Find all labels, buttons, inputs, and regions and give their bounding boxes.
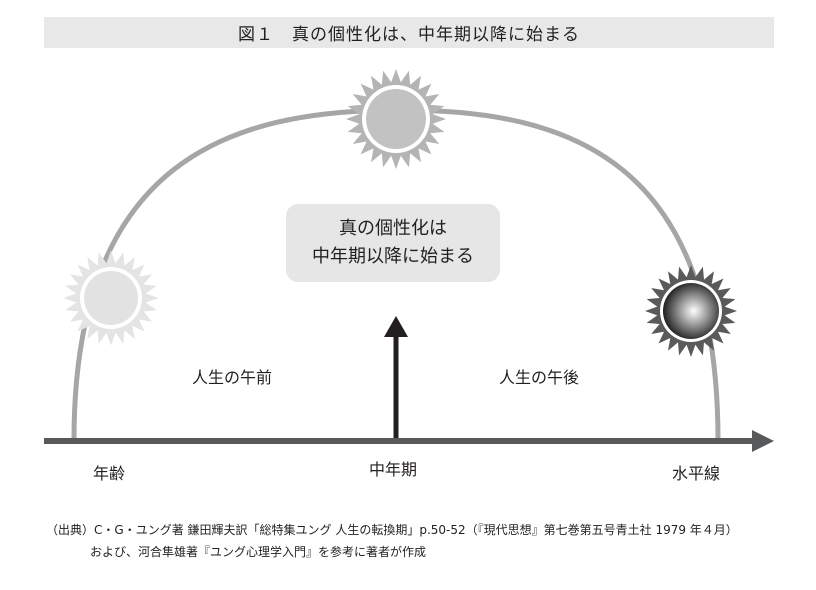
- center-message-box: 真の個性化は 中年期以降に始まる: [286, 204, 500, 282]
- noon-sun-icon: [346, 69, 446, 169]
- afternoon-label: 人生の午後: [499, 368, 580, 387]
- axis-arrowhead: [752, 430, 774, 452]
- source-line2: および、河合隼雄著『ユング心理学入門』を参考に著者が作成: [90, 545, 427, 559]
- title-bar: 図１ 真の個性化は、中年期以降に始まる: [44, 17, 774, 48]
- figure-title: 図１ 真の個性化は、中年期以降に始まる: [238, 25, 580, 45]
- morning-label: 人生の午前: [192, 368, 273, 387]
- midlife-label: 中年期: [369, 460, 418, 479]
- center-message-line1: 真の個性化は: [339, 218, 447, 239]
- midlife-arrowhead: [384, 316, 408, 337]
- center-message-line2: 中年期以降に始まる: [312, 246, 474, 267]
- age-label: 年齢: [93, 464, 126, 483]
- source-note: （出典）C・G・ユング著 鎌田輝夫訳「総特集ユング 人生の転換期」p.50-52…: [46, 519, 738, 563]
- setting-sun-icon: [645, 265, 737, 357]
- horizon-label: 水平線: [672, 464, 721, 483]
- source-prefix: （出典）: [46, 523, 95, 537]
- source-line1: C・G・ユング著 鎌田輝夫訳「総特集ユング 人生の転換期」p.50-52（『現代…: [94, 523, 738, 537]
- rising-sun-icon: [63, 250, 159, 346]
